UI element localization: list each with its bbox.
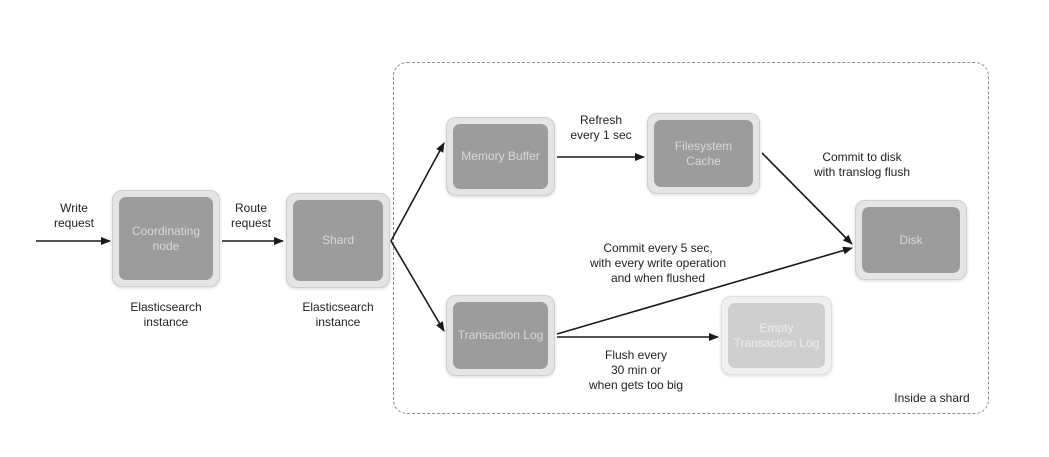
memory-buffer-box: Memory Buffer bbox=[446, 117, 555, 196]
filesystem-cache-text: Filesystem Cache bbox=[654, 120, 753, 187]
arrow-shard-to-memory bbox=[390, 142, 445, 242]
transaction-log-box: Transaction Log bbox=[446, 295, 555, 376]
disk-text: Disk bbox=[862, 207, 960, 273]
coordinating-node-text: Coordinating node bbox=[119, 197, 213, 280]
filesystem-cache-box: Filesystem Cache bbox=[647, 113, 760, 194]
shard-box: Shard bbox=[286, 193, 390, 288]
empty-transaction-log-text: Empty Transaction Log bbox=[728, 303, 825, 368]
arrow-shard-to-translog bbox=[390, 240, 445, 332]
empty-transaction-log-box: Empty Transaction Log bbox=[721, 296, 832, 375]
memory-buffer-text: Memory Buffer bbox=[453, 124, 548, 189]
arrow-commit-every bbox=[556, 246, 853, 335]
transaction-log-text: Transaction Log bbox=[453, 302, 548, 369]
arrow-commit-disk bbox=[761, 152, 853, 245]
coordinating-node-box: Coordinating node bbox=[112, 190, 220, 287]
disk-box: Disk bbox=[855, 200, 967, 280]
shard-text: Shard bbox=[293, 200, 383, 281]
label-inside-shard: Inside a shard bbox=[894, 391, 970, 405]
label-commit-every: Commit every 5 sec,with every write oper… bbox=[589, 241, 727, 285]
